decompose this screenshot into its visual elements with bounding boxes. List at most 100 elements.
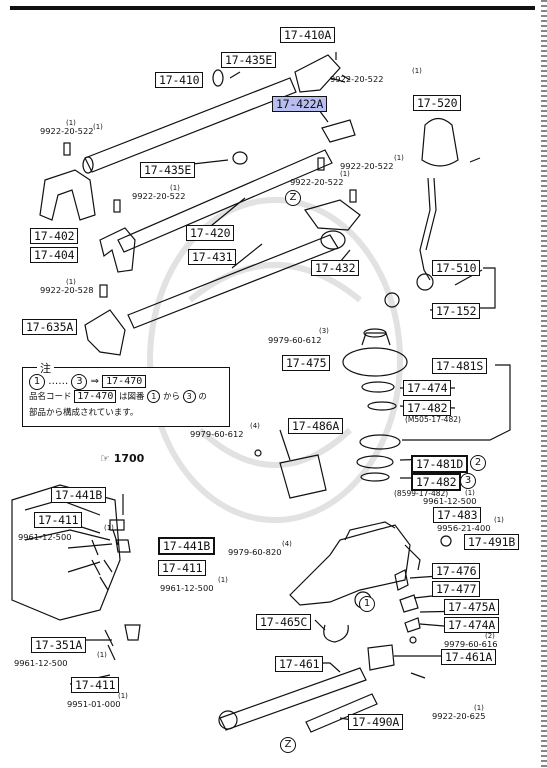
qty-5: (1) — [170, 184, 180, 192]
qty-12: (1) — [218, 576, 228, 584]
note-line2-circle-to: 3 — [182, 390, 196, 403]
part-17-474A[interactable]: 17-474A — [444, 617, 500, 633]
qty-17: (1) — [474, 704, 484, 712]
qty-14: (2) — [485, 632, 495, 640]
qty-1: (1) — [412, 67, 422, 75]
part-17-477[interactable]: 17-477 — [432, 581, 481, 597]
part-17-411-b[interactable]: 17-411 — [158, 560, 207, 576]
part-17-441B[interactable]: 17-441B — [158, 537, 216, 555]
part-17-411-c[interactable]: 17-411 — [71, 677, 120, 693]
part-17-476[interactable]: 17-476 — [432, 563, 481, 579]
watermark — [147, 197, 403, 523]
note-circle-from: 1 — [29, 374, 45, 390]
part-17-402[interactable]: 17-402 — [30, 228, 79, 244]
group-circle-3: 3 — [460, 473, 476, 489]
bolt-17-441B — [109, 519, 125, 546]
note-circle-to: 3 — [71, 374, 88, 390]
detail-circle-z-bottom: Z — [280, 737, 296, 753]
part-17-475[interactable]: 17-475 — [282, 355, 331, 371]
part-17-432[interactable]: 17-432 — [311, 260, 360, 276]
shaft-17-490A — [305, 693, 378, 733]
code-9922-20-625: 9922-20-625 — [432, 711, 486, 721]
note-line-2: 品名コード 17-470 は図番 1 から 3 の — [29, 390, 207, 403]
part-17-475A[interactable]: 17-475A — [444, 599, 500, 615]
part-17-411-a[interactable]: 17-411 — [34, 512, 83, 528]
qty-7: (3) — [319, 327, 329, 335]
part-17-404[interactable]: 17-404 — [30, 247, 79, 263]
part-17-431[interactable]: 17-431 — [188, 249, 237, 265]
part-17-483[interactable]: 17-483 — [433, 507, 482, 523]
detail-circle-z-top: Z — [285, 190, 301, 206]
part-17-520[interactable]: 17-520 — [413, 95, 462, 111]
code-9922-20-528: 9922-20-528 — [40, 285, 94, 295]
code-9951-01-000: 9951-01-000 — [67, 699, 121, 709]
code-9961-12-500-c: 9961-12-500 — [160, 583, 214, 593]
qty-18: (1) — [93, 123, 103, 131]
part-17-491B[interactable]: 17-491B — [464, 534, 520, 550]
yoke-17-410A — [294, 54, 341, 93]
note-line2-b: は図番 — [119, 392, 145, 402]
code-9922-20-522-b: 9922-20-522 — [40, 126, 94, 136]
code-9979-60-820: 9979-60-820 — [228, 547, 282, 557]
part-17-410A[interactable]: 17-410A — [280, 27, 336, 43]
part-17-461A[interactable]: 17-461A — [441, 649, 497, 665]
note-line2-d: の — [198, 392, 207, 402]
reference-1700[interactable]: ☞ 1700 — [100, 452, 145, 465]
code-M505-17-482: (M505-17-482) — [405, 415, 461, 424]
yoke-17-635A — [84, 309, 126, 356]
code-9961-12-500-a: 9961-12-500 — [423, 496, 477, 506]
lever-17-461 — [219, 667, 367, 731]
qty-8: (4) — [250, 422, 260, 430]
code-9922-20-522-a: 9922-20-522 — [330, 74, 384, 84]
part-17-490A[interactable]: 17-490A — [348, 714, 404, 730]
part-17-351A[interactable]: 17-351A — [31, 637, 87, 653]
part-17-420[interactable]: 17-420 — [186, 225, 235, 241]
qty-3: (1) — [394, 154, 404, 162]
part-17-435E-top[interactable]: 17-435E — [221, 52, 277, 68]
code-9922-20-522-d: 9922-20-522 — [290, 177, 344, 187]
boot-17-475 — [342, 347, 408, 377]
part-17-410[interactable]: 17-410 — [155, 72, 204, 88]
code-9961-12-500-b: 9961-12-500 — [18, 532, 72, 542]
note-line2-a: 品名コード — [29, 392, 72, 402]
note-line-3: 部品から構成されています。 — [29, 408, 139, 418]
qty-13: (4) — [282, 540, 292, 548]
page-edge — [541, 0, 547, 768]
clip-17-465C — [323, 624, 349, 643]
code-9956-21-400: 9956-21-400 — [437, 523, 491, 533]
part-17-486A[interactable]: 17-486A — [288, 418, 344, 434]
part-17-635A[interactable]: 17-635A — [22, 319, 78, 335]
part-17-481D[interactable]: 17-481D — [411, 455, 469, 473]
code-8599-17-482: (8599-17-482) — [394, 489, 449, 498]
fork-17-402 — [39, 169, 96, 221]
part-17-510[interactable]: 17-510 — [432, 260, 481, 276]
note-line2-part: 17-470 — [74, 390, 117, 403]
shift-lever — [419, 177, 431, 281]
qty-15: (1) — [97, 651, 107, 659]
plate-17-486A — [279, 454, 327, 499]
note-arrow: ⇒ — [90, 376, 99, 387]
part-17-435E-mid[interactable]: 17-435E — [140, 162, 196, 178]
code-9979-60-616: 9979-60-616 — [444, 639, 498, 649]
housing — [289, 524, 411, 606]
top-rule — [10, 6, 535, 10]
code-9922-20-522-e: 9922-20-522 — [132, 191, 186, 201]
part-17-422A[interactable]: 17-422A — [272, 96, 328, 112]
bracket-17-432 — [304, 199, 361, 231]
part-17-481S[interactable]: 17-481S — [432, 358, 488, 374]
knob-17-520 — [421, 117, 459, 167]
part-17-441B-top[interactable]: 17-441B — [51, 487, 107, 503]
note-part-17-470: 17-470 — [102, 375, 147, 388]
ring-17-435E — [212, 69, 224, 87]
note-box: 注 1 …… 3 ⇒ 17-470 品名コード 17-470 は図番 1 から … — [22, 360, 230, 427]
part-17-152[interactable]: 17-152 — [432, 303, 481, 319]
part-17-461[interactable]: 17-461 — [275, 656, 324, 672]
part-17-465C[interactable]: 17-465C — [256, 614, 312, 630]
part-17-482[interactable]: 17-482 — [403, 400, 452, 416]
note-dots: …… — [48, 376, 69, 387]
code-9979-60-612-b: 9979-60-612 — [190, 429, 244, 439]
rod-17-410 — [84, 77, 297, 173]
qty-4: (1) — [340, 170, 350, 178]
part-17-474[interactable]: 17-474 — [403, 380, 452, 396]
qty-16: (1) — [118, 692, 128, 700]
